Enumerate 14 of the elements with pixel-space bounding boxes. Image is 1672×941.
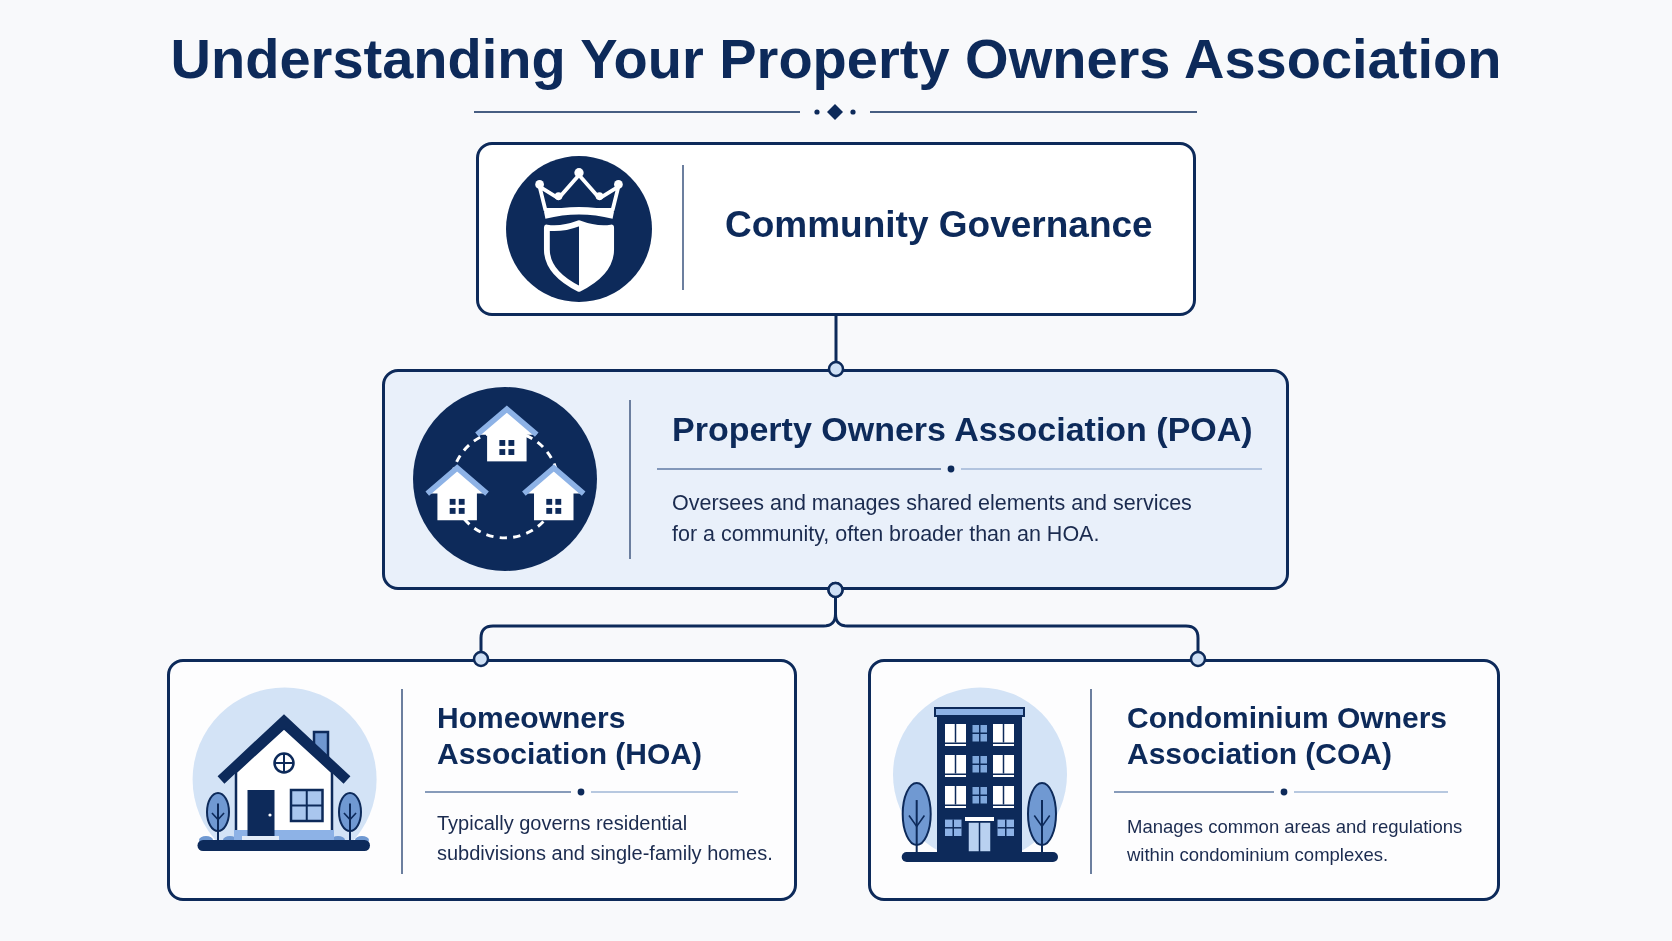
diagram-title: Understanding Your Property Owners Association <box>170 26 1502 92</box>
association-card <box>382 369 1289 590</box>
connector-line <box>827 581 1207 668</box>
governance-card <box>476 142 1196 316</box>
node-title: Community Governance <box>725 203 1153 247</box>
association-card <box>167 659 797 901</box>
node-title: Condominium Owners Association (COA) <box>1127 700 1448 772</box>
node-description: Oversees and manages shared elements and services for a community, often broader than an HOA. <box>672 490 1193 548</box>
node-title: Property Owners Association (POA) <box>672 409 1253 449</box>
node-title: Homeowners Association (HOA) <box>437 700 704 772</box>
connector-line <box>827 316 845 378</box>
node-description: Manages common areas and regulations within condominium complexes. <box>1127 815 1464 867</box>
node-description: Typically governs residential subdivisions and single-family homes. <box>437 811 774 866</box>
association-card <box>868 659 1500 901</box>
